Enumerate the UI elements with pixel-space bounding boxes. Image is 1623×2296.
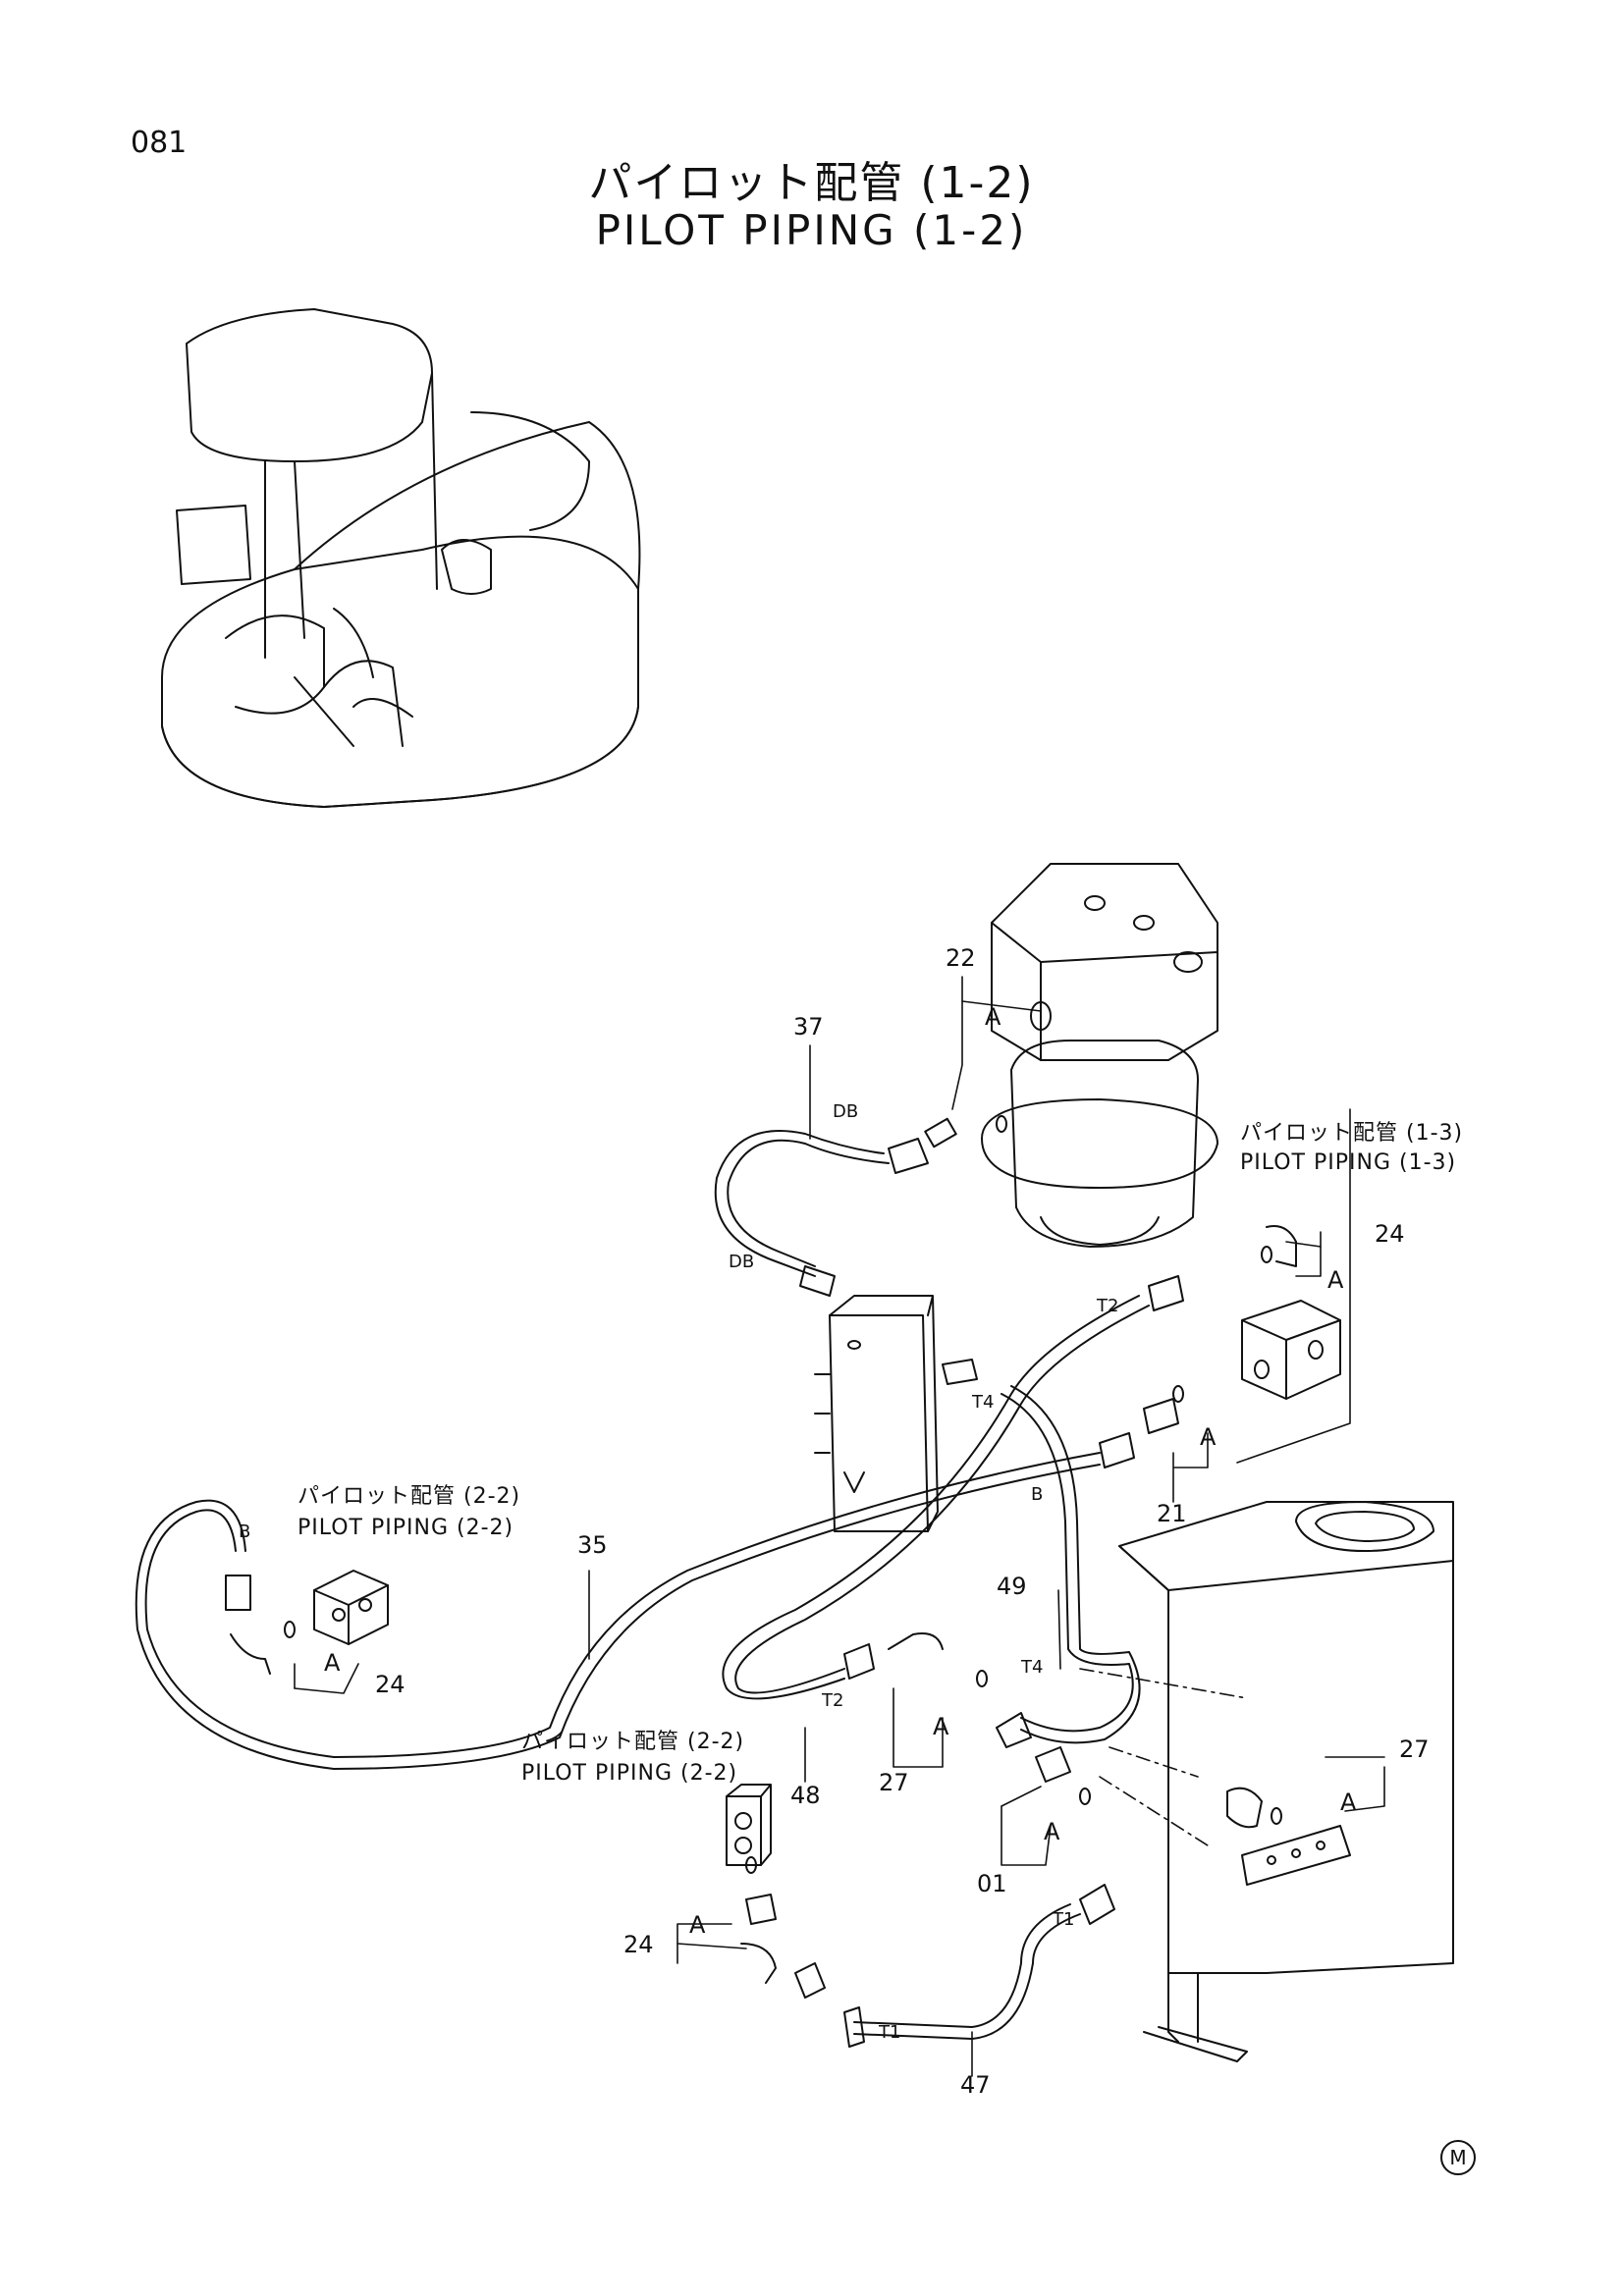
port-b-right: B <box>1031 1484 1044 1505</box>
part-48: 48 <box>790 1782 821 1809</box>
symbol-a-7: A <box>1044 1818 1060 1845</box>
port-t4-lower: T4 <box>1021 1657 1044 1678</box>
symbol-a-4: A <box>324 1649 341 1677</box>
manufacturer-mark: M <box>1440 2140 1476 2175</box>
port-t1-bottom: T1 <box>879 2022 901 2043</box>
symbol-a-3: A <box>1200 1423 1217 1451</box>
ref-2-2-upper-jp: パイロット配管 (2-2) <box>298 1484 521 1509</box>
pilot-block-bottom <box>727 1785 771 1865</box>
symbol-a-8: A <box>689 1911 706 1939</box>
part-27-right: 27 <box>1399 1735 1430 1763</box>
hose-47 <box>854 1904 1080 2039</box>
leader-lines <box>295 977 1384 2076</box>
hydraulic-tank-illustration <box>1119 1502 1453 2061</box>
symbol-a-1: A <box>985 1003 1001 1031</box>
ref-1-3-en: PILOT PIPING (1-3) <box>1240 1150 1457 1175</box>
port-db-low: DB <box>729 1252 755 1272</box>
part-22: 22 <box>946 944 976 972</box>
machine-overview-illustration <box>162 309 639 807</box>
part-01: 01 <box>977 1870 1007 1897</box>
hose-35 <box>136 1453 1100 1769</box>
symbol-a-5: A <box>933 1713 949 1740</box>
ref-2-2-upper-en: PILOT PIPING (2-2) <box>298 1516 514 1540</box>
part-24-right: 24 <box>1375 1220 1405 1248</box>
part-47: 47 <box>960 2071 991 2099</box>
symbol-a-2: A <box>1327 1266 1344 1294</box>
hose-37 <box>716 1131 889 1276</box>
port-t1-right: T1 <box>1053 1909 1075 1930</box>
part-21: 21 <box>1157 1500 1187 1527</box>
port-t4-upper: T4 <box>972 1392 995 1413</box>
port-b-left: B <box>239 1522 251 1542</box>
pilot-valve-block-right <box>1242 1301 1340 1399</box>
port-db-top: DB <box>833 1101 859 1122</box>
part-49: 49 <box>997 1573 1027 1600</box>
hose-48 <box>723 1296 1149 1698</box>
part-37: 37 <box>793 1013 824 1041</box>
pilot-block-left <box>314 1571 388 1644</box>
part-24-bottom: 24 <box>623 1931 654 1958</box>
ref-2-2-lower-jp: パイロット配管 (2-2) <box>521 1730 745 1754</box>
ref-2-2-lower-en: PILOT PIPING (2-2) <box>521 1761 738 1786</box>
title-english: PILOT PIPING (1-2) <box>595 206 1028 254</box>
hose-49 <box>1001 1386 1140 1742</box>
part-35: 35 <box>577 1531 608 1559</box>
port-t2-lower: T2 <box>822 1690 844 1711</box>
ref-1-3-jp: パイロット配管 (1-3) <box>1240 1121 1464 1146</box>
valve-body-illustration <box>815 1296 938 1531</box>
title-japanese: パイロット配管 (1-2) <box>588 158 1035 208</box>
swing-motor-illustration <box>982 864 1217 1247</box>
fittings <box>226 1116 1296 2047</box>
symbol-a-6: A <box>1340 1789 1357 1816</box>
port-t2-upper: T2 <box>1097 1296 1119 1316</box>
page-number: 081 <box>131 126 188 160</box>
part-24-left: 24 <box>375 1671 406 1698</box>
part-27-mid: 27 <box>879 1769 909 1796</box>
